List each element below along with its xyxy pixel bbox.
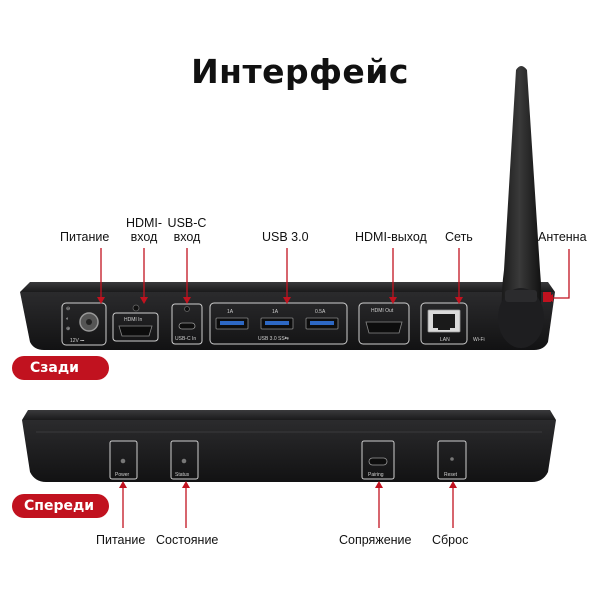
port-lan: LAN xyxy=(420,302,468,345)
usb-a3-marking: 0.5A xyxy=(315,309,326,315)
usb3-caption-marking: USB 3.0 SS⇆ xyxy=(258,336,289,342)
svg-text:⊖: ⊖ xyxy=(66,306,70,312)
rear-label-hdmi-in-line1: HDMI- xyxy=(125,216,163,230)
rear-label-hdmi-in-line2: вход xyxy=(130,230,158,244)
front-label-status: Состояние xyxy=(156,533,219,547)
rear-label-usbc-in-line1: USB-C xyxy=(167,216,207,230)
port-dc-power: ⊖ ◐ ⊕ 12V ⎓ xyxy=(61,302,107,346)
front-button-reset: Reset xyxy=(437,440,467,480)
rear-label-hdmi-in: HDMI- вход xyxy=(122,216,166,244)
front-label-pairing: Сопряжение xyxy=(339,533,412,547)
svg-text:⊕: ⊕ xyxy=(66,326,70,332)
rear-label-net: Сеть xyxy=(445,230,473,244)
hdmi-in-marking: HDMI In xyxy=(124,317,143,323)
lan-marking: LAN xyxy=(440,337,450,343)
front-device xyxy=(22,410,556,482)
rear-section-tag: Сзади xyxy=(12,356,109,380)
usb-a1-marking: 1A xyxy=(227,309,234,315)
pairing-marking: Pairing xyxy=(368,472,384,478)
usbc-in-marking: USB-C In xyxy=(175,336,196,342)
front-port-pairing: Pairing xyxy=(361,440,395,480)
rear-label-antenna: Антенна xyxy=(538,230,587,244)
usb-a2-marking: 1A xyxy=(272,309,279,315)
voltage-marking: 12V ⎓ xyxy=(70,338,84,344)
port-usb3-group: 1A 1A 0.5A USB 3.0 SS⇆ xyxy=(209,302,348,345)
front-callouts xyxy=(119,481,457,528)
wifi-marking: Wi-Fi xyxy=(473,337,485,343)
rear-label-usbc-in: USB-C вход xyxy=(165,216,209,244)
rear-callouts xyxy=(97,248,570,304)
hdmi-out-marking: HDMI Out xyxy=(371,308,394,314)
front-button-power: Power xyxy=(109,440,138,480)
status-button-marking: Status xyxy=(175,472,190,478)
rear-label-usb3: USB 3.0 xyxy=(262,230,309,244)
reset-marking: Reset xyxy=(444,472,458,478)
side-red-marker xyxy=(543,292,551,302)
power-button-marking: Power xyxy=(115,472,130,478)
svg-text:◐: ◐ xyxy=(66,316,69,322)
port-hdmi-in: HDMI In xyxy=(112,304,159,342)
page-title: Интерфейс xyxy=(191,52,409,91)
rear-label-power: Питание xyxy=(60,230,110,244)
front-section-tag: Спереди xyxy=(12,494,109,518)
front-label-reset: Сброс xyxy=(432,533,469,547)
antenna xyxy=(498,66,544,348)
front-button-status: Status xyxy=(170,440,199,480)
rear-label-usbc-in-line2: вход xyxy=(173,230,201,244)
port-hdmi-out: HDMI Out xyxy=(358,302,410,345)
rear-label-hdmi-out: HDMI-выход xyxy=(355,230,427,244)
front-label-power: Питание xyxy=(96,533,146,547)
